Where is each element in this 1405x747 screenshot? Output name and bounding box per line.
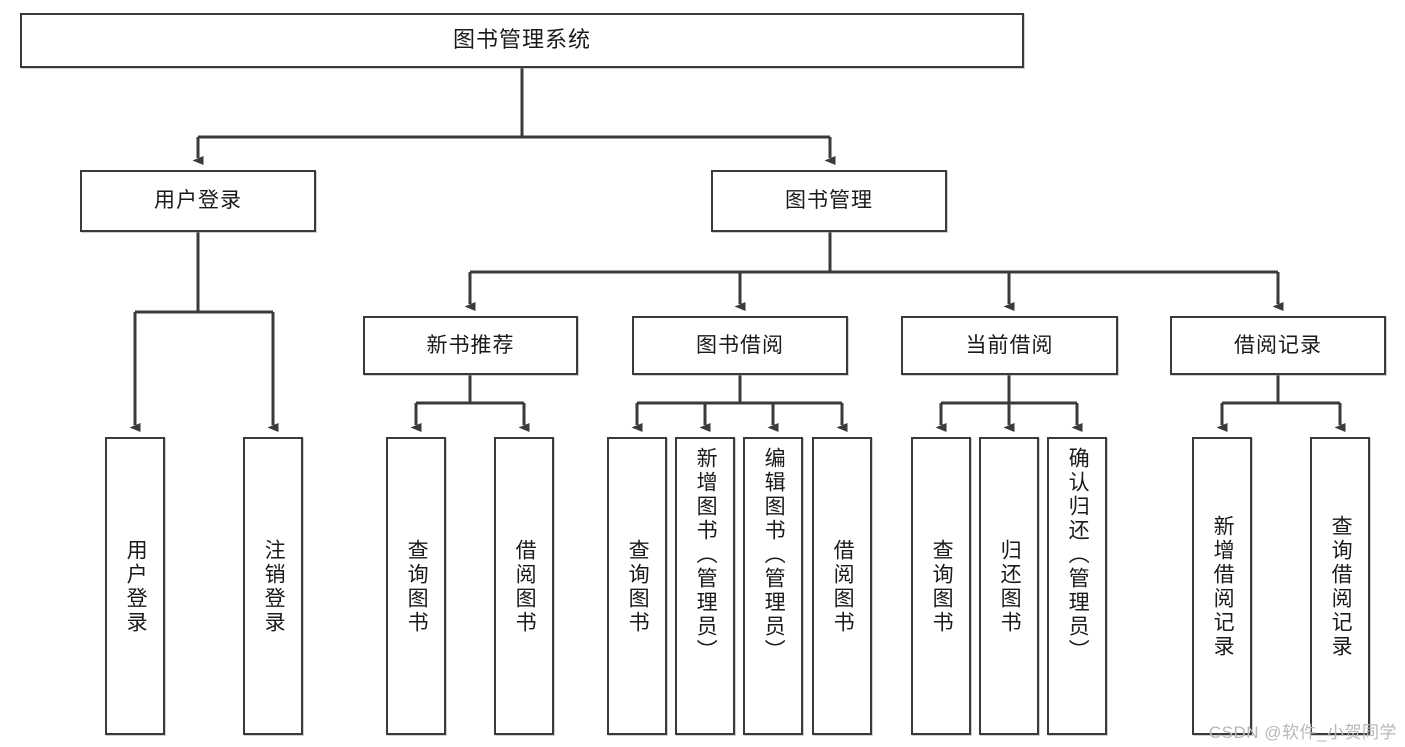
csdn-watermark: CSDN @软件_小贺同学 xyxy=(1208,723,1397,742)
node-leaf-query-book-2-label: 查询图书 xyxy=(626,539,650,635)
node-leaf-add-record-label: 新增借阅记录 xyxy=(1211,515,1235,659)
node-leaf-logout-label: 注销登录 xyxy=(262,539,286,635)
node-book-borrow-label: 图书借阅 xyxy=(696,333,784,357)
node-leaf-query-book-3[interactable]: 查询图书 xyxy=(911,437,971,735)
node-leaf-return-book[interactable]: 归还图书 xyxy=(979,437,1039,735)
node-leaf-edit-book-label: 编辑图书（管理员） xyxy=(762,447,786,663)
node-leaf-user-login[interactable]: 用户登录 xyxy=(105,437,165,735)
node-leaf-confirm-return[interactable]: 确认归还（管理员） xyxy=(1047,437,1107,735)
node-leaf-query-book-1-label: 查询图书 xyxy=(405,539,429,635)
node-leaf-query-book-3-label: 查询图书 xyxy=(930,539,954,635)
node-book-manage-label: 图书管理 xyxy=(785,189,873,213)
node-book-borrow[interactable]: 图书借阅 xyxy=(632,316,848,375)
node-root-label: 图书管理系统 xyxy=(452,27,591,53)
node-user-login-label: 用户登录 xyxy=(154,189,242,213)
node-borrow-record-label: 借阅记录 xyxy=(1234,333,1322,357)
node-leaf-borrow-book-1[interactable]: 借阅图书 xyxy=(494,437,554,735)
node-leaf-logout[interactable]: 注销登录 xyxy=(243,437,303,735)
node-leaf-user-login-label: 用户登录 xyxy=(124,539,148,635)
node-leaf-return-book-label: 归还图书 xyxy=(998,539,1022,635)
node-new-book-rec-label: 新书推荐 xyxy=(426,333,515,357)
node-user-login[interactable]: 用户登录 xyxy=(80,170,316,232)
node-leaf-borrow-book-2-label: 借阅图书 xyxy=(831,539,855,635)
node-leaf-add-book-label: 新增图书（管理员） xyxy=(694,447,718,663)
node-new-book-rec[interactable]: 新书推荐 xyxy=(363,316,578,375)
node-borrow-record[interactable]: 借阅记录 xyxy=(1170,316,1386,375)
node-leaf-borrow-book-2[interactable]: 借阅图书 xyxy=(812,437,872,735)
node-leaf-query-book-1[interactable]: 查询图书 xyxy=(386,437,446,735)
node-leaf-confirm-return-label: 确认归还（管理员） xyxy=(1066,447,1090,663)
node-root[interactable]: 图书管理系统 xyxy=(20,13,1024,68)
node-book-manage[interactable]: 图书管理 xyxy=(711,170,947,232)
node-leaf-query-book-2[interactable]: 查询图书 xyxy=(607,437,667,735)
node-leaf-borrow-book-1-label: 借阅图书 xyxy=(513,539,537,635)
node-current-borrow-label: 当前借阅 xyxy=(965,333,1054,357)
node-leaf-add-book[interactable]: 新增图书（管理员） xyxy=(675,437,735,735)
node-current-borrow[interactable]: 当前借阅 xyxy=(901,316,1118,375)
node-leaf-query-record[interactable]: 查询借阅记录 xyxy=(1310,437,1370,735)
node-leaf-query-record-label: 查询借阅记录 xyxy=(1329,515,1353,659)
node-leaf-edit-book[interactable]: 编辑图书（管理员） xyxy=(743,437,803,735)
node-leaf-add-record[interactable]: 新增借阅记录 xyxy=(1192,437,1252,735)
